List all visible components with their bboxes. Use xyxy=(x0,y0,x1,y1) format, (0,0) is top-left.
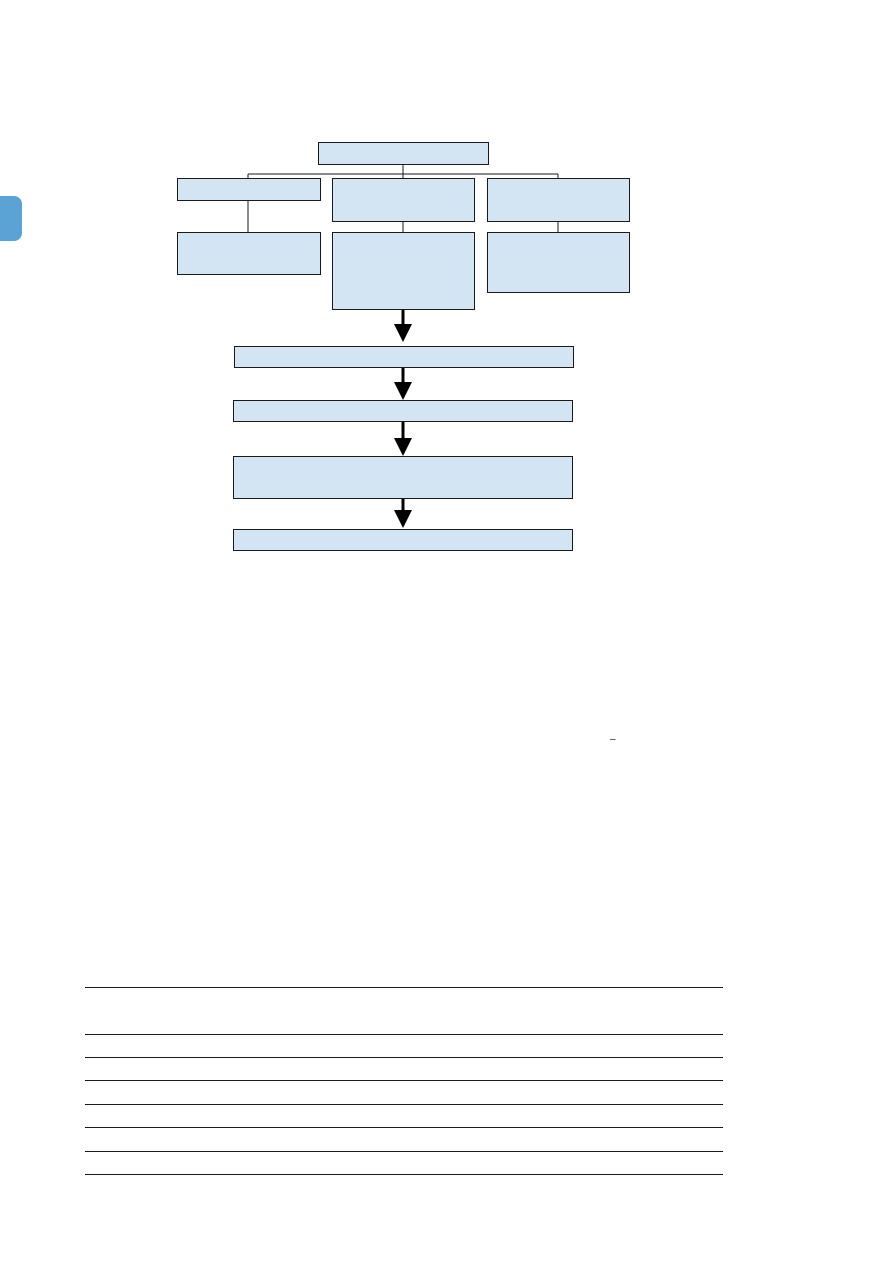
sub-box-right xyxy=(487,232,630,293)
table-row-rule xyxy=(85,1104,723,1105)
stray-dash-mark: – xyxy=(610,734,616,745)
table-row-rule xyxy=(85,1151,723,1152)
table-top-rule xyxy=(85,987,723,988)
table-bottom-rule xyxy=(85,1174,723,1175)
table-row-rule xyxy=(85,1127,723,1128)
table-header-rule xyxy=(85,1034,723,1035)
diagram-connectors xyxy=(247,164,559,528)
sequence-box-1 xyxy=(234,346,574,368)
branch-box-right xyxy=(487,178,630,222)
sequence-box-3 xyxy=(233,456,573,499)
branch-box-middle xyxy=(332,178,475,222)
sub-box-left xyxy=(177,232,321,275)
table-row-rule xyxy=(85,1080,723,1081)
sub-box-middle xyxy=(332,232,475,310)
table-row-rule xyxy=(85,1057,723,1058)
sequence-box-2 xyxy=(233,400,573,422)
chapter-side-tab xyxy=(0,196,22,241)
sequence-box-4 xyxy=(233,529,573,551)
root-box xyxy=(318,142,489,165)
branch-box-left xyxy=(177,178,321,201)
